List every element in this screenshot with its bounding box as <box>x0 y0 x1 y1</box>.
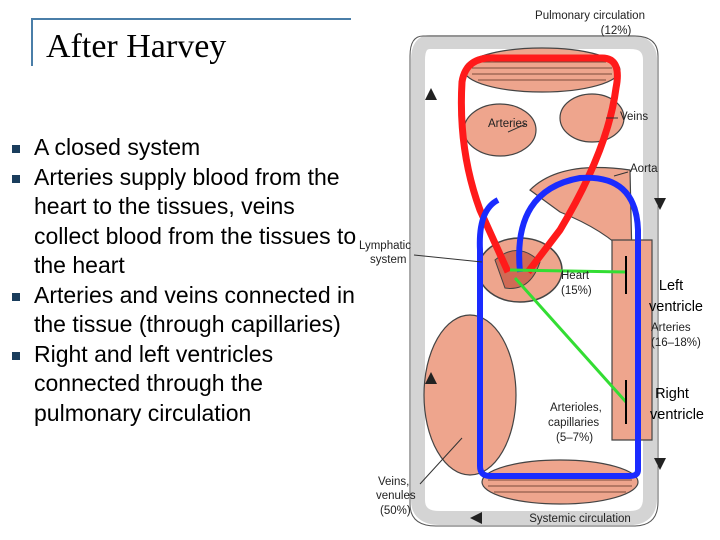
bullet-text: Arteries and veins connected in the tiss… <box>34 281 355 338</box>
lymphatic-label-line2: system <box>370 254 406 266</box>
bullet-item: Right and left ventricles connected thro… <box>12 340 362 429</box>
arterioles-label-line2: capillaries <box>548 417 599 429</box>
veins-venules-pct-label: (50%) <box>380 505 411 517</box>
pulmonary-capillary-lines <box>472 61 612 81</box>
arteries-top-label: Arteries <box>488 118 528 130</box>
pulmonary-circulation-label: Pulmonary circulation <box>535 10 645 22</box>
left-ventricle-label-line2: ventricle <box>649 299 703 315</box>
flow-arrow-icons <box>425 88 666 524</box>
lymphatic-label-line1: Lymphatic <box>359 240 411 252</box>
title-frame-horizontal <box>31 18 351 20</box>
square-bullet-icon <box>12 174 20 183</box>
arterioles-pct-label: (5–7%) <box>556 432 593 444</box>
veins-venules-label-line1: Veins, <box>378 476 409 488</box>
bullet-item: A closed system <box>12 133 362 163</box>
title-frame-vertical <box>31 18 33 66</box>
circulation-diagram: Pulmonary circulation (12%) Veins Arteri… <box>359 10 704 527</box>
lymphatic-channel <box>411 35 657 525</box>
pulmonary-artery-bulge <box>463 103 537 157</box>
bullet-text: Right and left ventricles connected thro… <box>34 340 274 426</box>
heart-label: Heart <box>561 270 590 282</box>
systemic-capillary-bed <box>481 459 639 505</box>
red-pulmonary-path <box>457 54 621 275</box>
right-ventricle-label-line2: ventricle <box>650 407 704 423</box>
arteries-right-pct-label: (16–18%) <box>651 337 701 349</box>
bullet-item: Arteries supply blood from the heart to … <box>12 163 362 281</box>
heart-pct-label: (15%) <box>561 285 592 297</box>
right-ventricle-label-line1: Right <box>655 386 689 402</box>
bullet-text: Arteries supply blood from the heart to … <box>34 163 357 279</box>
bullet-text: A closed system <box>34 134 201 160</box>
leader-lines <box>413 117 629 485</box>
blue-systemic-path <box>476 174 641 479</box>
right-ventricle-pointer <box>513 276 628 404</box>
page-title: After Harvey <box>46 28 227 65</box>
arterioles-label-line1: Arterioles, <box>550 402 602 414</box>
veins-venules-label-line2: venules <box>376 490 416 502</box>
systemic-circulation-label: Systemic circulation <box>529 513 631 525</box>
left-ventricle-pointer <box>509 268 627 274</box>
arteries-right-label: Arteries <box>651 322 691 334</box>
venous-reservoir <box>423 314 517 476</box>
aorta-label: Aorta <box>630 163 658 175</box>
aorta-vessel <box>529 166 633 262</box>
square-bullet-icon <box>12 292 20 301</box>
systemic-arteries-column <box>611 239 653 441</box>
square-bullet-icon <box>12 145 20 153</box>
lymphatic-channel-outline <box>409 35 659 527</box>
bullet-list: A closed system Arteries supply blood fr… <box>12 133 362 428</box>
left-ventricle-label-line1: Left <box>659 278 683 294</box>
bullet-item: Arteries and veins connected in the tiss… <box>12 281 362 340</box>
pulmonary-pct-label: (12%) <box>601 25 632 37</box>
square-bullet-icon <box>12 351 20 360</box>
veins-label: Veins <box>620 111 648 123</box>
